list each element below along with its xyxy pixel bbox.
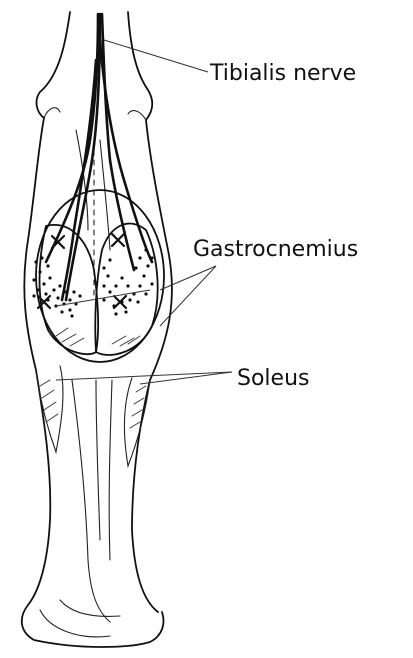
motor-point-dot [32, 278, 35, 281]
tibialis-nerve-label: Tibialis nerve [209, 61, 356, 86]
motor-point-dot [34, 260, 37, 263]
motor-point-dot [142, 274, 145, 277]
motor-point-dot [108, 290, 111, 293]
motor-point-dot [138, 284, 141, 287]
motor-point-dot [150, 282, 153, 285]
motor-point-dot [40, 256, 43, 259]
motor-point-dot [144, 292, 147, 295]
soleus-leader-1 [56, 372, 232, 380]
motor-point-dot [44, 292, 47, 295]
motor-point-dot [150, 256, 153, 259]
x-marker [114, 296, 126, 308]
motor-point-dot [64, 290, 67, 293]
motor-point-dot [134, 266, 137, 269]
x-marker [38, 296, 50, 308]
gastrocnemius-leader-1 [160, 266, 216, 290]
motor-point-dot [124, 310, 127, 313]
motor-point-dot [60, 310, 63, 313]
gastrocnemius-label: Gastrocnemius [193, 237, 358, 262]
motor-point-dot [102, 298, 105, 301]
motor-point-dot [42, 282, 45, 285]
motor-point-dot [106, 274, 109, 277]
motor-point-dot [114, 312, 117, 315]
motor-point-dot [108, 258, 111, 261]
x-marker [112, 234, 124, 246]
soleus-muscle [36, 366, 150, 466]
motor-point-dot [56, 296, 59, 299]
soleus-label: Soleus [237, 366, 309, 391]
tibialis-nerve [46, 14, 152, 300]
motor-point-dot [136, 300, 139, 303]
motor-point-dot [78, 294, 81, 297]
nerve-leader [104, 40, 208, 72]
motor-point-dot [32, 294, 35, 297]
motor-point-dot [68, 298, 71, 301]
motor-point-dot [58, 284, 61, 287]
motor-point-dot [146, 264, 149, 267]
motor-point-dot [36, 288, 39, 291]
injection-markers [38, 234, 126, 308]
motor-point-dot [72, 290, 75, 293]
motor-point-dot [126, 284, 129, 287]
motor-point-dot [48, 276, 51, 279]
motor-point-dot [70, 314, 73, 317]
motor-point-dot [120, 276, 123, 279]
motor-point-dot [46, 264, 49, 267]
motor-point-dot [68, 308, 71, 311]
motor-point-dot [138, 256, 141, 259]
gastrocnemius-leader-2 [160, 266, 216, 326]
motor-point-dot [144, 248, 147, 251]
motor-point-dot [128, 298, 131, 301]
motor-point-dot [114, 284, 117, 287]
motor-point-dot [102, 266, 105, 269]
motor-point-dot [102, 284, 105, 287]
motor-point-dot [38, 270, 41, 273]
motor-point-dot [52, 288, 55, 291]
gastrocnemius-leader-3 [56, 290, 150, 306]
